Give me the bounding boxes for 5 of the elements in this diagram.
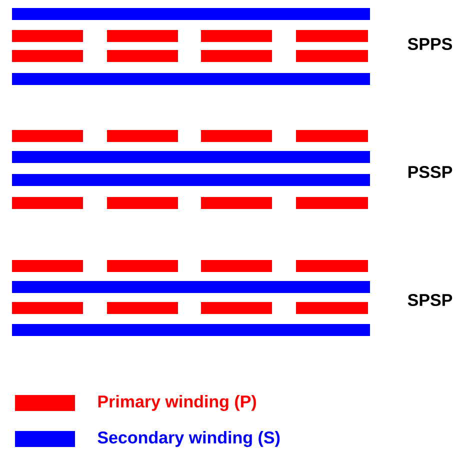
arrangement-label: PSSP xyxy=(408,166,452,178)
arrangement-label: SPPS xyxy=(408,38,452,50)
arrangement-label: SPSP xyxy=(408,294,452,306)
legend-text: Primary winding (P) xyxy=(98,395,256,411)
legend-text: Secondary winding (S) xyxy=(98,431,280,447)
